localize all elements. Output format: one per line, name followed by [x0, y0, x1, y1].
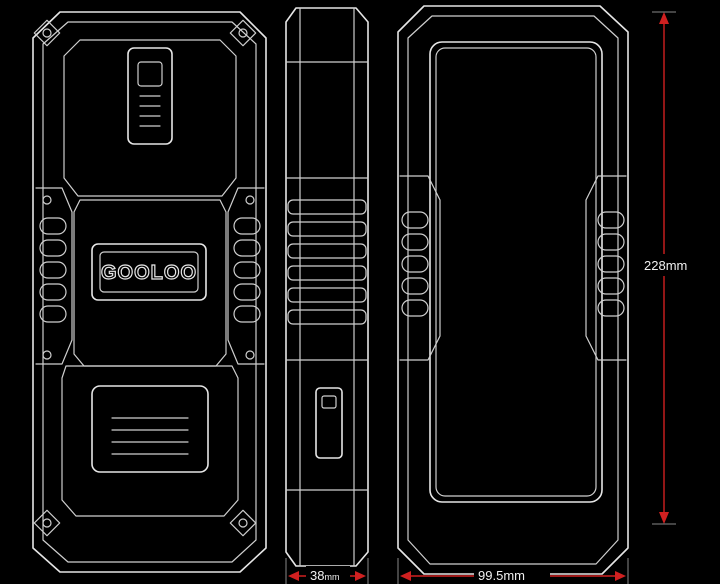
side-outer-shell: [285, 7, 369, 567]
brand-logo: GOOLOO: [101, 262, 197, 284]
front-left-grip: [399, 175, 441, 361]
back-upper-panel: [63, 39, 237, 197]
front-outer-shell: [397, 5, 629, 575]
width-label: 99.5mm: [478, 568, 525, 583]
side-ribs: [287, 199, 367, 325]
front-inner-shell: [407, 15, 619, 565]
back-view: GOOLOO: [32, 11, 267, 573]
side-port: [315, 387, 343, 459]
back-right-grip: [227, 187, 265, 365]
side-view: [285, 7, 369, 567]
height-dimension: 228mm: [640, 11, 702, 525]
back-lower-panel: [61, 365, 239, 517]
back-outer-shell: [32, 11, 267, 573]
logo-plate: [91, 243, 207, 301]
thickness-label: 38mm: [310, 568, 339, 583]
thickness-dimension: 38mm: [285, 558, 369, 584]
height-label: 228mm: [644, 258, 687, 273]
width-dimension: 99.5mm: [397, 558, 629, 584]
front-right-grip: [585, 175, 627, 361]
flashlight-module: [127, 47, 173, 145]
front-panel: [429, 41, 603, 503]
back-corner-screws: [33, 19, 257, 537]
label-plate: [91, 385, 209, 473]
front-view: [397, 5, 629, 575]
back-left-grip: [35, 187, 73, 365]
back-inner-shell: [42, 21, 257, 563]
